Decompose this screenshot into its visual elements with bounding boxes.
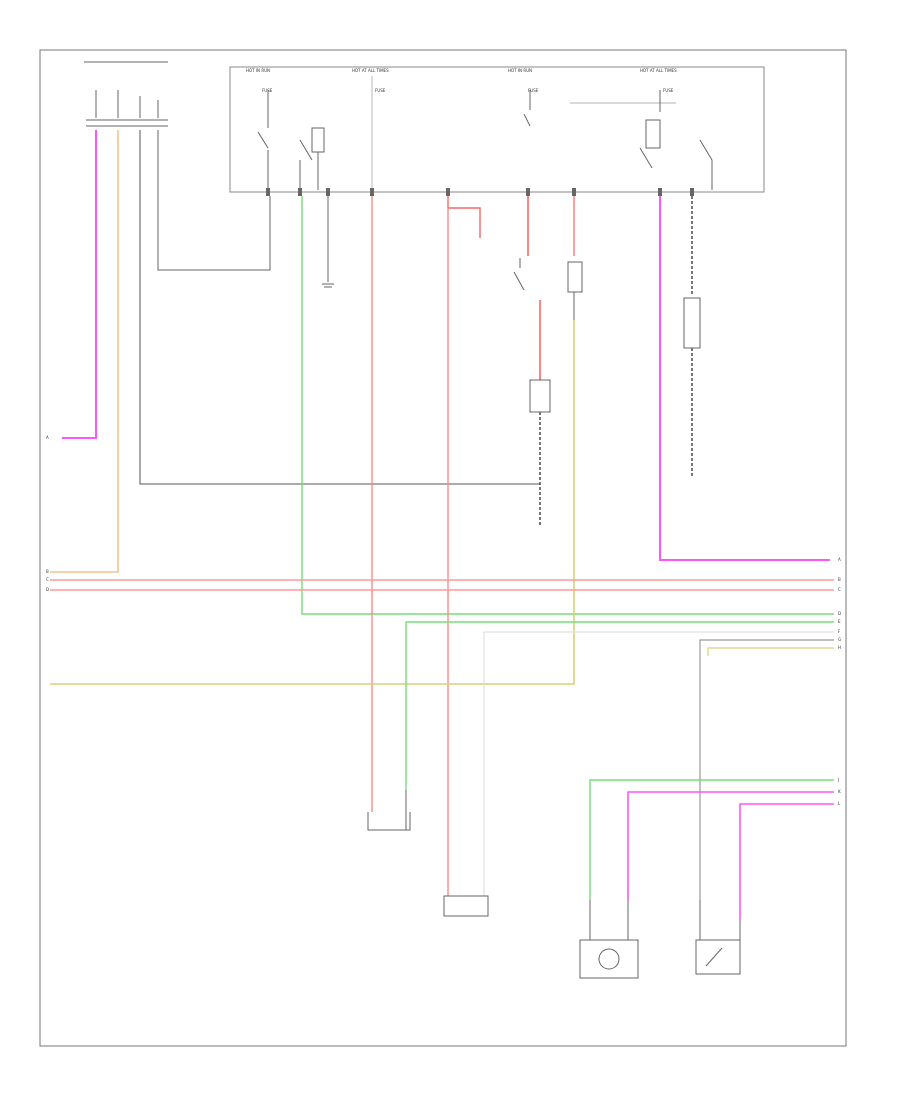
horn-relay-symbol: [513, 258, 583, 320]
wire-bus-gray-2: [699, 639, 834, 900]
edge-marker-left: D: [46, 587, 49, 592]
module-label-1: HOT IN RUN: [246, 68, 270, 73]
module-label-3: HOT IN RUN: [508, 68, 532, 73]
wire-pink-switch: [739, 803, 834, 920]
wire-yellow: [50, 320, 575, 685]
edge-marker-right: F: [838, 629, 841, 634]
wire-green-bus: [301, 196, 834, 615]
motor-symbol: [579, 900, 639, 979]
ground-a-symbol: [322, 283, 334, 288]
edge-marker-right: L: [838, 801, 841, 806]
module-switch-1: [257, 90, 313, 190]
wire-loop-module: [157, 130, 271, 271]
module-fuse-label-3: FUSE: [528, 88, 539, 93]
horn-switch-symbol: [683, 297, 701, 349]
module-label-2: HOT AT ALL TIMES: [352, 68, 389, 73]
control-module-box: [229, 66, 765, 193]
switch-right-symbol: [695, 900, 741, 975]
edge-marker-right: H: [838, 645, 841, 650]
wire-tan-left: [50, 130, 119, 573]
module-label-4: HOT AT ALL TIMES: [640, 68, 677, 73]
actuator-symbol: [529, 379, 551, 413]
edge-marker-left: C: [46, 577, 49, 582]
wire-pink-left: [62, 130, 97, 439]
edge-marker-right: K: [838, 789, 841, 794]
wire-pink-right: [659, 196, 830, 561]
left-fuse-block: [84, 61, 168, 127]
module-switch-2: [523, 90, 531, 127]
edge-marker-right: J: [837, 777, 839, 782]
wire-red-horn: [447, 196, 481, 238]
edge-marker-left: B: [46, 569, 49, 574]
module-switch-3: [639, 90, 713, 190]
wire-black-ground: [139, 130, 540, 485]
wire-bus-green-2: [405, 621, 834, 790]
edge-marker-right: C: [838, 587, 841, 592]
wire-bus-yellow-2: [707, 647, 834, 656]
mid-solenoid-symbol: [443, 895, 489, 917]
module-fuse-label-1: FUSE: [262, 88, 273, 93]
diagram-border: [39, 49, 847, 1047]
left-solenoid-symbol: [367, 790, 411, 831]
edge-marker-right: E: [838, 619, 841, 624]
module-fuse-label-2: FUSE: [375, 88, 386, 93]
edge-marker-right: D: [838, 611, 841, 616]
edge-marker-left: A: [46, 435, 49, 440]
wire-pink-motor: [627, 791, 834, 900]
edge-marker-right: G: [838, 637, 841, 642]
module-fuse-label-4: FUSE: [663, 88, 674, 93]
wire-green-motor: [589, 779, 834, 900]
edge-marker-right: A: [838, 557, 841, 562]
module-connector-pins: [266, 188, 694, 196]
module-relay-coil-1: [311, 127, 325, 190]
edge-marker-right: B: [838, 577, 841, 582]
wire-bus-gray: [483, 631, 834, 896]
